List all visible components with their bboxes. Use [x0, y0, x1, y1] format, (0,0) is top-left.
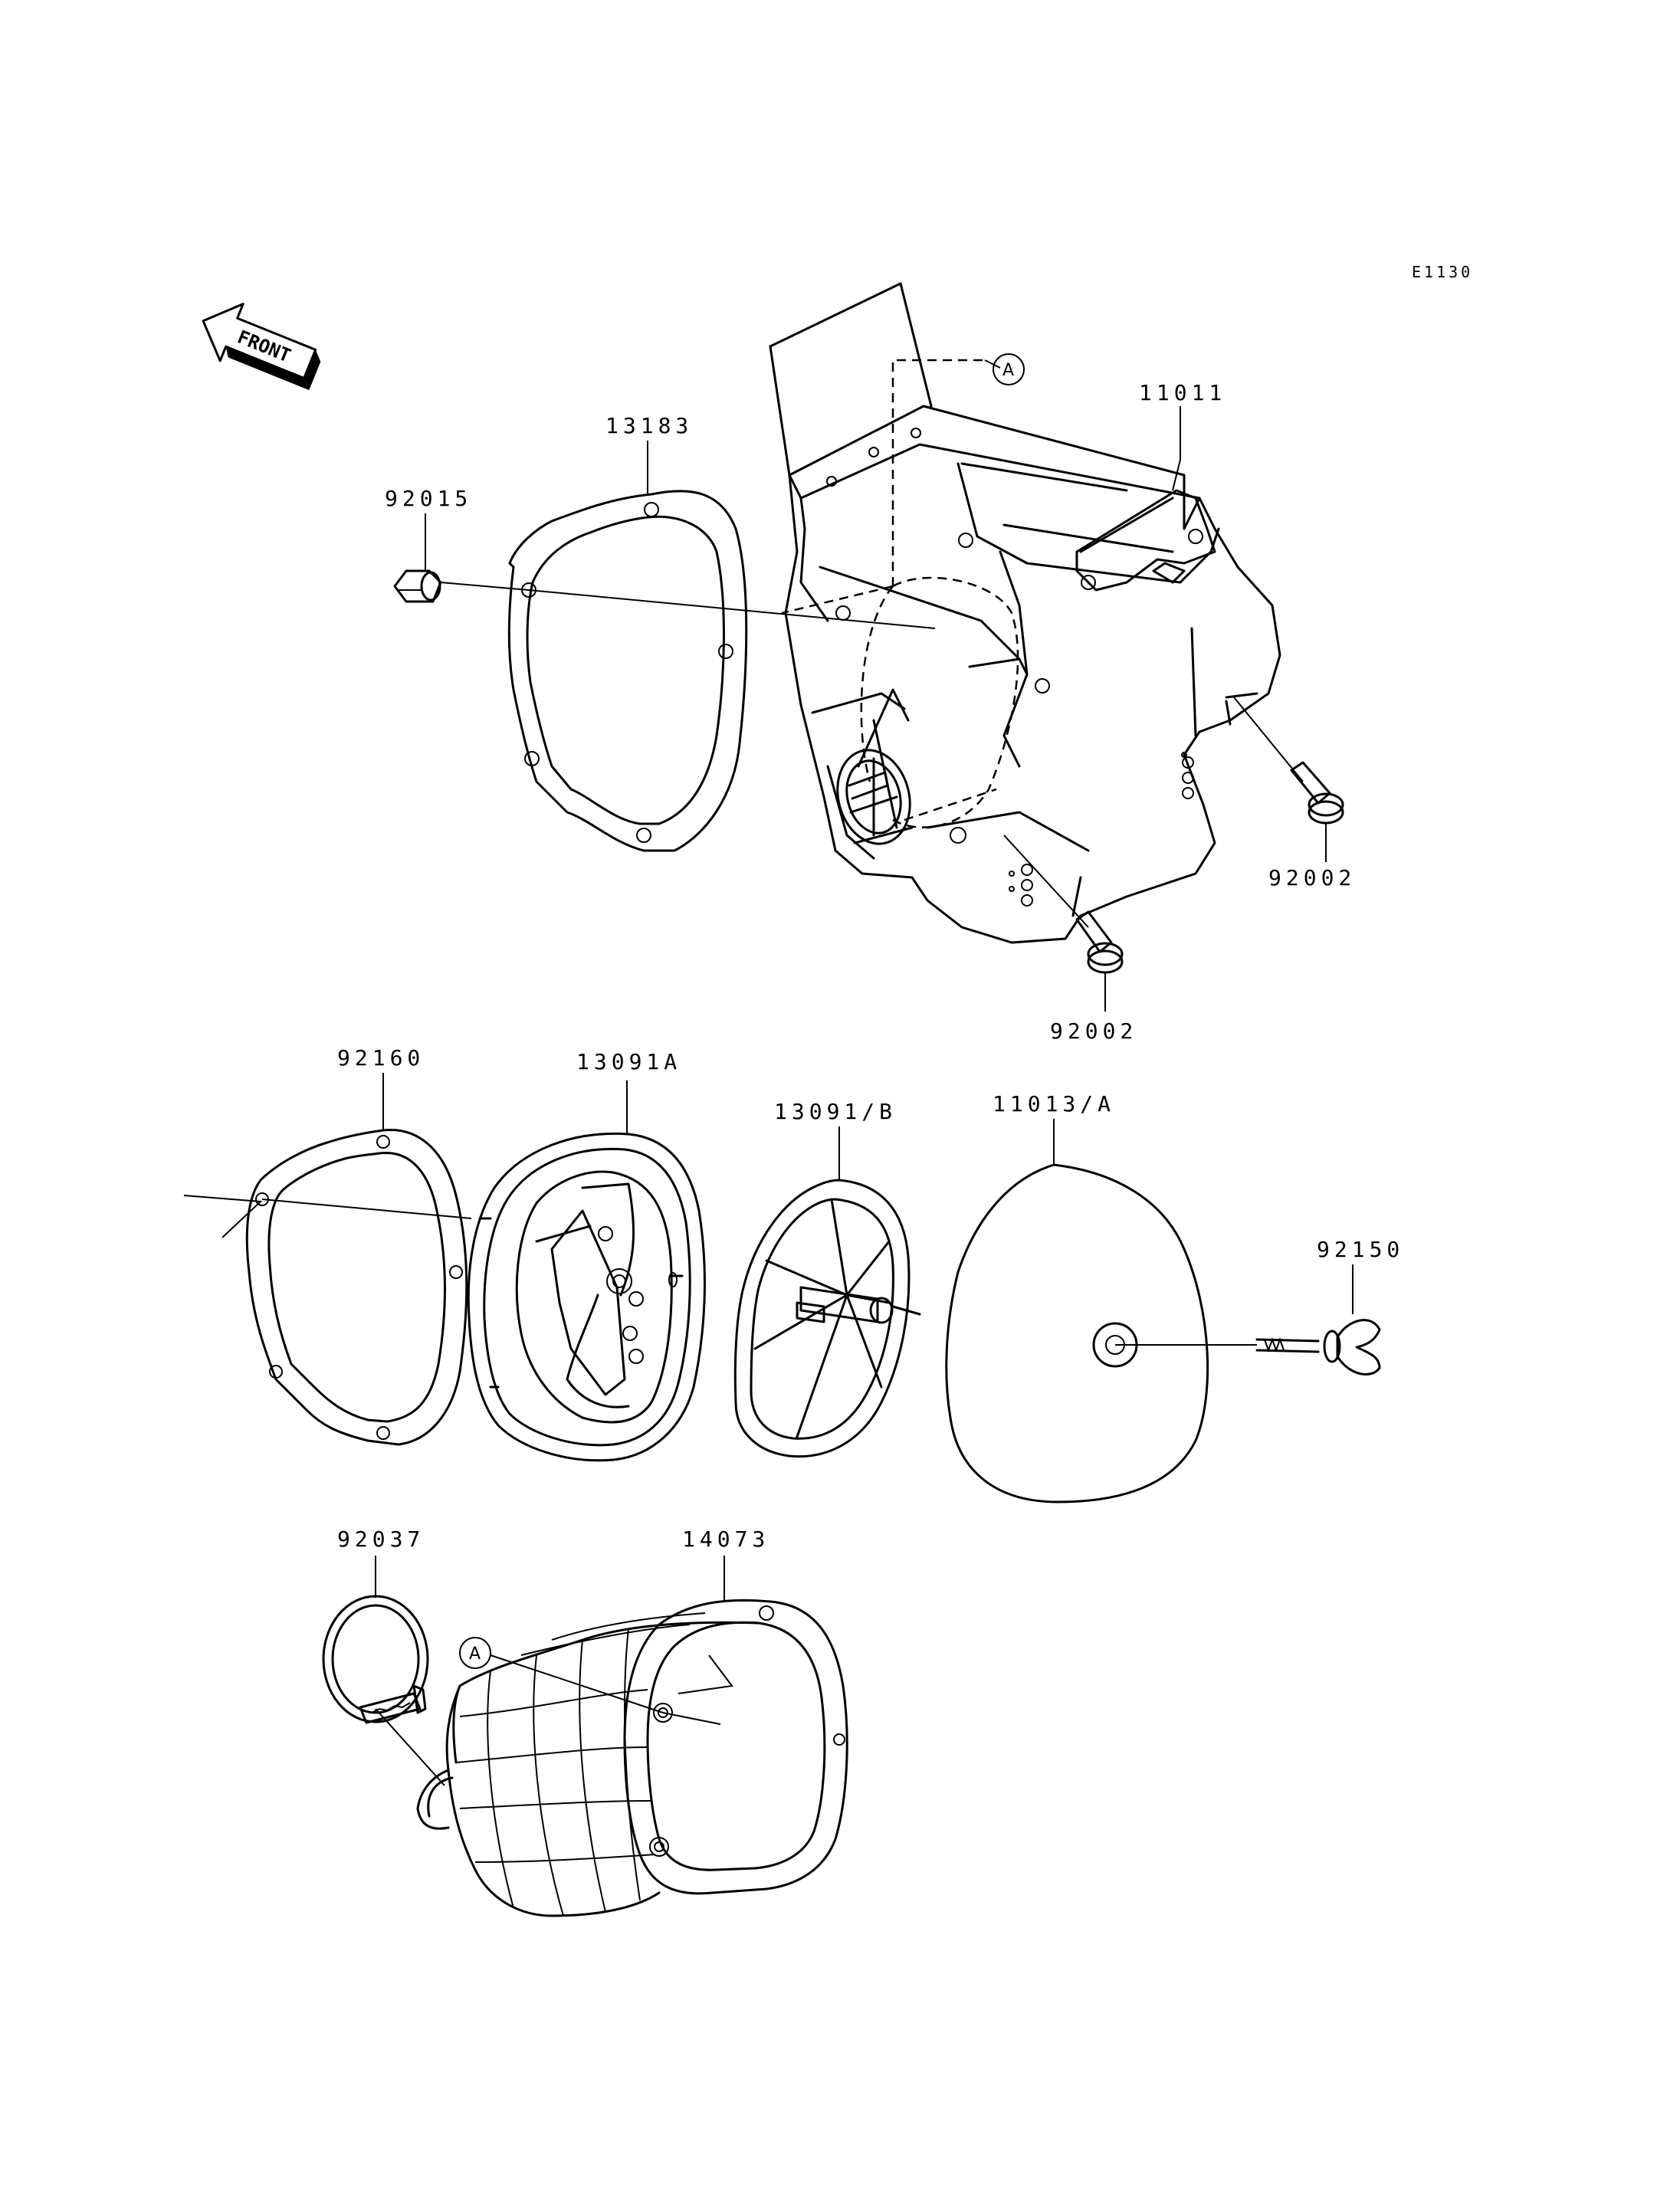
- label-11013a: 11013/A: [993, 1091, 1115, 1117]
- label-14073: 14073: [682, 1526, 769, 1552]
- label-92002-bottom: 92002: [1050, 1018, 1137, 1044]
- bolt-92002-bottom: [1003, 835, 1124, 974]
- hose-clamp-92037: [322, 1595, 429, 1724]
- nut-92015: [393, 569, 442, 603]
- svg-text:A: A: [1002, 361, 1014, 380]
- wing-bolt-92150: [1115, 1319, 1381, 1376]
- gasket-92160: [245, 1128, 468, 1446]
- filter-cage-13091b: [733, 1179, 921, 1458]
- label-13183: 13183: [605, 413, 693, 438]
- gasket-13183: [507, 490, 748, 852]
- leader-11011: [1172, 406, 1181, 491]
- label-13091b: 13091/B: [774, 1099, 897, 1124]
- label-13091a: 13091A: [576, 1049, 681, 1074]
- air-box-housing: [769, 282, 1281, 944]
- label-92160: 92160: [337, 1045, 425, 1071]
- ref-line-a-top: [891, 359, 985, 586]
- label-92015: 92015: [385, 486, 472, 511]
- filter-element-13091a: [467, 1132, 706, 1462]
- label-92002-right: 92002: [1268, 865, 1356, 890]
- svg-text:A: A: [469, 1644, 481, 1664]
- label-92150: 92150: [1317, 1237, 1404, 1262]
- intake-duct-14073: [416, 1599, 848, 1917]
- filter-foam-11013a: [945, 1163, 1209, 1503]
- ref-line-92160: [183, 1195, 263, 1238]
- diagram-code: E1130: [1412, 263, 1473, 281]
- reference-marker-a-top: A: [993, 353, 1025, 385]
- label-11011: 11011: [1139, 380, 1226, 405]
- reference-marker-a-bottom: A: [459, 1637, 491, 1669]
- label-92037: 92037: [337, 1526, 425, 1552]
- bolt-92002-right: [1233, 697, 1344, 825]
- front-arrow-icon: FRONT: [202, 303, 321, 391]
